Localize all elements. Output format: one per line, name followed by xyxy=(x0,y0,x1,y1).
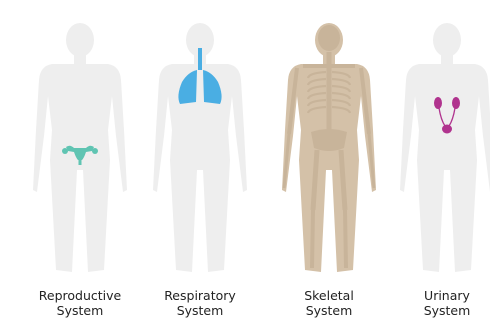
skeleton-icon xyxy=(284,25,374,268)
caption-urinary-system: Urinary System xyxy=(424,288,471,318)
caption-line-1: Skeletal xyxy=(304,288,354,303)
caption-line-2: System xyxy=(424,303,471,318)
caption-line-1: Reproductive xyxy=(39,288,121,303)
caption-reproductive-system: Reproductive System xyxy=(39,288,121,318)
figure-respiratory xyxy=(153,23,247,272)
figure-skeletal xyxy=(282,23,376,272)
caption-line-1: Urinary xyxy=(424,288,471,303)
caption-respiratory-system: Respiratory System xyxy=(164,288,236,318)
caption-skeletal-system: Skeletal System xyxy=(304,288,354,318)
caption-line-2: System xyxy=(39,303,121,318)
caption-line-2: System xyxy=(304,303,354,318)
figure-urinary xyxy=(400,23,490,272)
figure-reproductive xyxy=(33,23,127,272)
body-silhouette xyxy=(400,23,490,272)
caption-line-2: System xyxy=(164,303,236,318)
body-silhouette xyxy=(33,23,127,272)
caption-line-1: Respiratory xyxy=(164,288,236,303)
